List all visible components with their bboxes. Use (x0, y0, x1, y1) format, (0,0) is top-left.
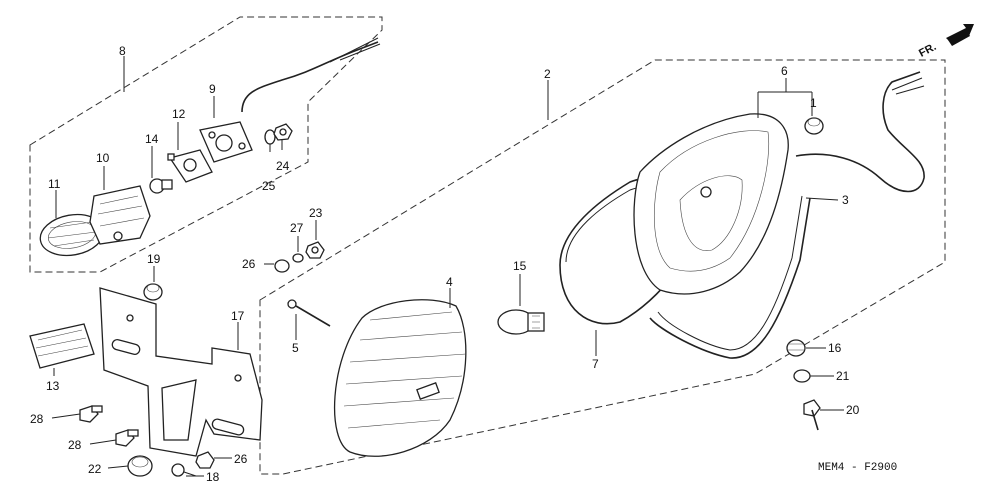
callout-12: 12 (172, 107, 186, 121)
part-13-reflector (29, 323, 95, 369)
callout-28-lower: 28 (68, 438, 82, 452)
leader-lines (51, 56, 844, 477)
part-3-gasket (649, 197, 811, 359)
part-11-lens (39, 213, 105, 257)
callout-6: 6 (781, 64, 788, 78)
part-20-bolt (803, 399, 821, 431)
part-22-cap (127, 455, 153, 477)
callout-7: 7 (592, 357, 599, 371)
part-17-bracket (99, 287, 263, 457)
part-15-bulb (497, 309, 545, 335)
front-direction-label: FR. (917, 41, 938, 60)
callout-8: 8 (119, 44, 126, 58)
group-outline-taillight (259, 59, 946, 475)
callout-10: 10 (96, 151, 110, 165)
part-9-base (199, 121, 253, 163)
part-4-lens (334, 299, 467, 457)
callout-19: 19 (147, 252, 161, 266)
callout-15: 15 (513, 259, 527, 273)
part-1-grommet (804, 117, 824, 135)
part-12-socket (167, 149, 213, 183)
part-26-washer-upper (274, 259, 290, 273)
callout-28-upper: 28 (30, 412, 44, 426)
callout-16: 16 (828, 341, 842, 355)
part-10-housing (89, 185, 151, 245)
callout-5: 5 (292, 341, 299, 355)
callout-2: 2 (544, 67, 551, 81)
part-28-bolt-lower (115, 429, 139, 447)
callout-3: 3 (842, 193, 849, 207)
callout-21: 21 (836, 369, 850, 383)
callout-4: 4 (446, 275, 453, 289)
callout-14: 14 (145, 132, 159, 146)
callout-13: 13 (46, 379, 60, 393)
taillight-wire (795, 71, 925, 193)
callout-18: 18 (206, 470, 220, 484)
part-27-washer (292, 253, 304, 263)
part-19-grommet (143, 283, 163, 301)
part-16-grommet (786, 339, 806, 357)
callout-1: 1 (810, 96, 817, 110)
part-23-nut (305, 241, 325, 259)
callout-11: 11 (48, 177, 61, 191)
front-direction-arrow (946, 24, 974, 46)
callout-26-upper: 26 (242, 257, 256, 271)
callout-23: 23 (309, 206, 323, 220)
part-24-nut (273, 123, 293, 141)
part-14-bulb (149, 178, 173, 194)
callout-20: 20 (846, 403, 860, 417)
callout-24: 24 (276, 159, 290, 173)
callout-26-lower: 26 (234, 452, 248, 466)
callout-17: 17 (231, 309, 245, 323)
callout-25: 25 (262, 179, 276, 193)
callout-22: 22 (88, 462, 102, 476)
part-25-washer (264, 129, 276, 145)
part-6-housing (633, 113, 789, 295)
callout-27: 27 (290, 221, 304, 235)
part-5-screw (287, 299, 331, 327)
part-21-collar (793, 369, 811, 383)
part-18-screw (171, 463, 197, 477)
part-26-nut-lower (195, 451, 215, 469)
part-28-bolt-upper (79, 405, 103, 423)
callout-9: 9 (209, 82, 216, 96)
diagram-code: MEM4 - F2900 (818, 462, 897, 474)
